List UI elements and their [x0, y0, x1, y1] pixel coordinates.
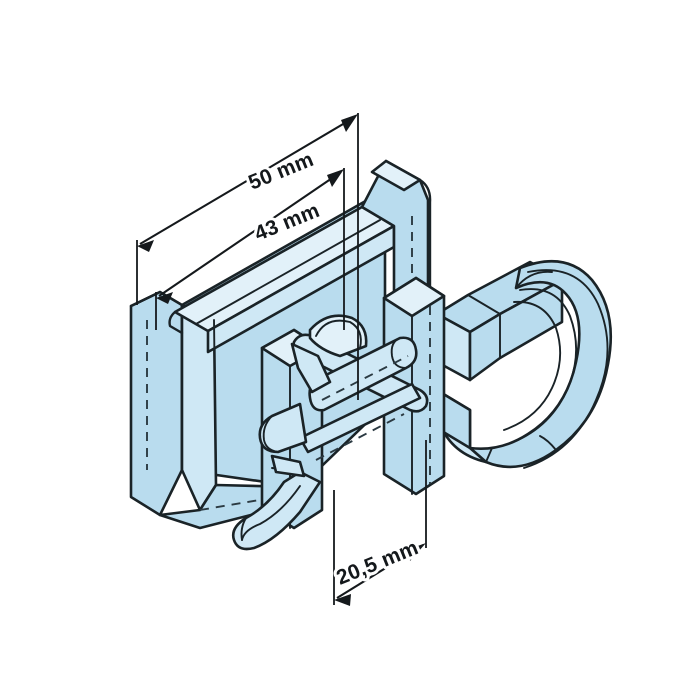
lever-tip-seam	[240, 517, 247, 541]
dim-205-arrow-right	[409, 543, 426, 561]
u-channel-bracket	[129, 159, 432, 530]
bracket-trough-bottom	[195, 219, 381, 325]
shank-crease-1	[467, 294, 501, 359]
clamp-angle-tab	[290, 342, 332, 394]
bracket-upstand-top-cap	[370, 159, 422, 192]
hook-nose-seam	[539, 435, 557, 451]
lever-hinge-block	[270, 454, 306, 478]
latch-pin-hidden-axis	[321, 355, 409, 401]
lower-lever	[231, 454, 322, 551]
release-knob	[258, 402, 308, 454]
bracket-lip-inner	[168, 310, 184, 335]
dim-50-line	[139, 116, 356, 245]
dim-205-label: 20,5 mm	[333, 536, 421, 590]
hook-outer-rim	[523, 269, 609, 469]
clamp-boss-arc	[315, 319, 362, 349]
dim-43-arrow-right	[327, 169, 344, 187]
dim-43-arrow-left	[156, 292, 173, 304]
knob-base-seam	[299, 403, 307, 443]
clamp-lower-crossbar	[298, 382, 422, 454]
dim-43-line	[158, 171, 342, 297]
clamp-hidden-lower-axis	[315, 413, 405, 461]
hook-tail-seam	[485, 447, 493, 463]
j-hook	[438, 259, 613, 469]
hook-top-saddle	[515, 270, 553, 289]
knob-cap-arc	[262, 415, 279, 453]
bracket-panel-crease	[213, 319, 217, 486]
hook-inner-rim	[507, 288, 578, 445]
dim-205-arrow-left	[334, 594, 351, 606]
dim-50-arrow-right	[341, 114, 358, 132]
hook-body	[468, 259, 613, 469]
dim-50-arrow-left	[137, 240, 154, 252]
dim-50-label: 50 mm	[245, 148, 317, 195]
lever-arm	[231, 470, 322, 551]
hook-inner-rim-2	[503, 301, 562, 431]
bracket-top-left-lip	[129, 290, 184, 308]
latch-pin-end-cap	[390, 337, 407, 369]
bracket-right-outer-edge	[418, 178, 432, 294]
dim-205-line	[336, 544, 424, 599]
lever-inner-edge	[241, 485, 301, 541]
clamp-right-post-top	[382, 276, 446, 318]
